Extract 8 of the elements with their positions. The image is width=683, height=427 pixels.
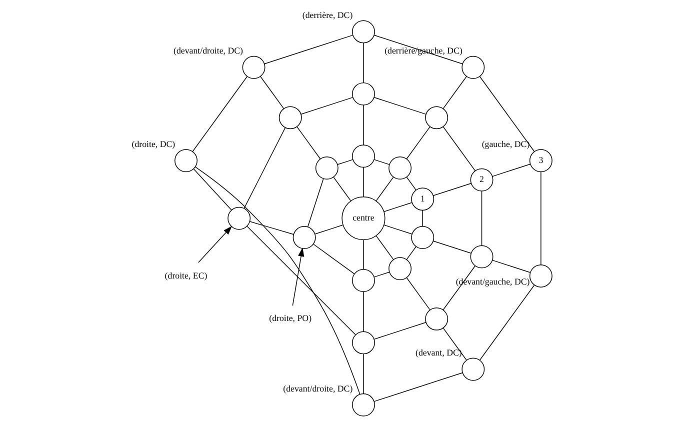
node-label: (gauche, DC)	[481, 139, 530, 150]
node-text: (droite, EC)	[164, 270, 207, 280]
node-label: (devant/droite, DC)	[173, 46, 243, 56]
node-label: (droite, DC)	[131, 139, 175, 150]
node-label: (devant/droite, DC)	[282, 383, 352, 394]
node-text: (droite, PO)	[268, 313, 312, 324]
node-label: (derrière, DC)	[302, 10, 352, 20]
node-label: (devant, DC)	[415, 348, 462, 358]
